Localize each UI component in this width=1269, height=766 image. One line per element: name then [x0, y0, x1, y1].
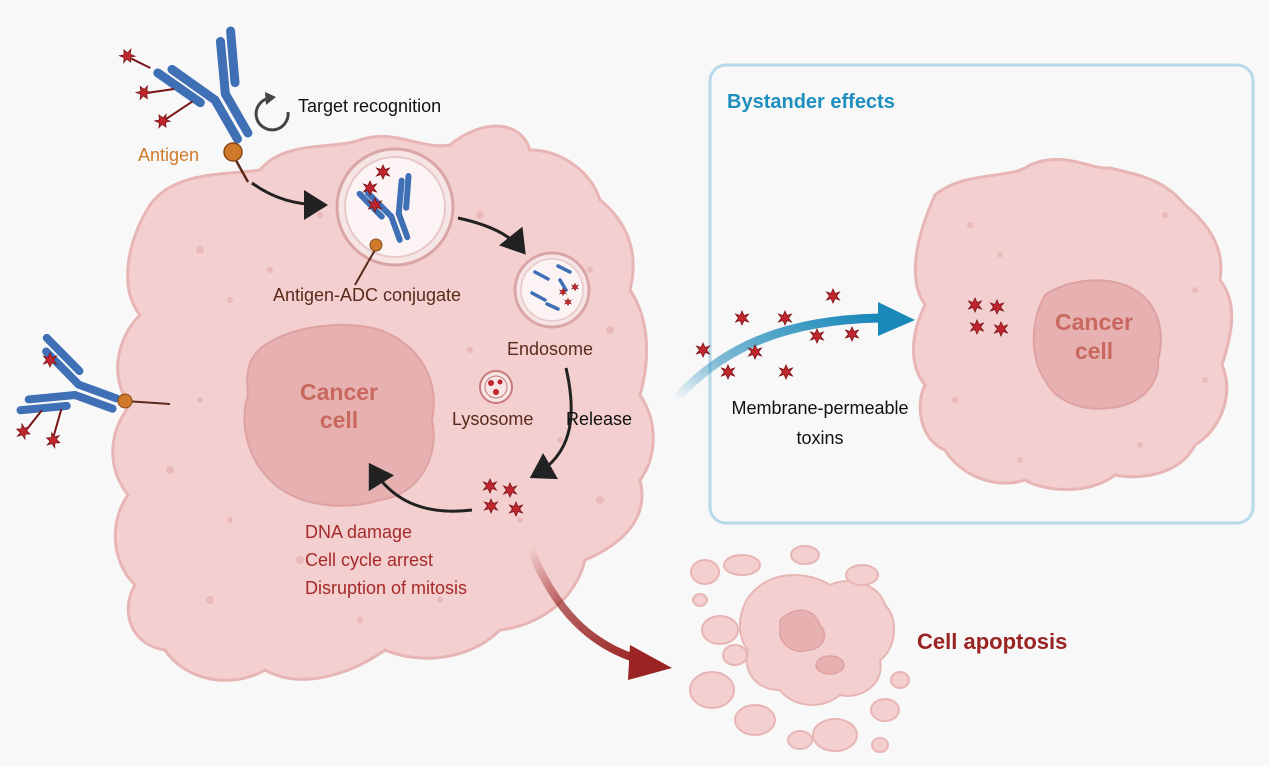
bystander-nucleus [1032, 279, 1162, 410]
release-label: Release [566, 409, 632, 429]
membrane-permeable-label-1: Membrane-permeable [731, 398, 908, 418]
target-recognition-label: Target recognition [298, 96, 441, 116]
bystander-dots [952, 212, 1208, 463]
endosome-label: Endosome [507, 339, 593, 359]
antibody-drug-conjugate-icon [117, 26, 253, 144]
rotate-arrow-icon [254, 92, 290, 132]
bystander-cancer-label-2: cell [1075, 338, 1113, 364]
bystander-arrowhead [878, 302, 915, 336]
left-antigen-icon [117, 393, 133, 409]
to-nucleus-arrow [368, 462, 473, 513]
bystander-title: Bystander effects [727, 91, 895, 113]
lysosome-icon [479, 370, 513, 404]
effect-cell-cycle-arrest: Cell cycle arrest [305, 550, 433, 570]
antigen-adc-vesicle [335, 147, 455, 267]
internalization-arrow [251, 181, 328, 220]
bystander-arrow [670, 313, 885, 405]
antigen-adc-label: Antigen-ADC conjugate [273, 285, 461, 305]
endosome-icon [513, 251, 591, 329]
to-endosome-arrow [457, 216, 526, 255]
apoptosis-arrowhead [628, 645, 672, 680]
bystander-cancer-label-1: Cancer [1055, 309, 1133, 335]
vesicle-pointer [354, 261, 369, 286]
apoptotic-fragments [689, 545, 910, 753]
effect-dna-damage: DNA damage [305, 522, 412, 542]
effect-disruption-mitosis: Disruption of mitosis [305, 578, 467, 598]
main-cancer-label-1: Cancer [300, 379, 378, 405]
cytoplasm-dots [166, 211, 614, 623]
antibody-drug-conjugate-left-icon [14, 333, 121, 450]
antigen-icon [223, 142, 243, 162]
apoptosis-arrow [526, 544, 644, 664]
left-antigen-stalk [124, 400, 171, 405]
antigen-label: Antigen [138, 145, 199, 165]
release-arrow [529, 367, 573, 480]
main-nucleus [243, 324, 435, 507]
membrane-permeable-label-2: toxins [796, 428, 843, 448]
main-cancer-label-2: cell [320, 407, 358, 433]
apoptotic-nucleus-fragments [779, 609, 845, 675]
lysosome-label: Lysosome [452, 409, 533, 429]
cell-apoptosis-label: Cell apoptosis [917, 629, 1067, 654]
